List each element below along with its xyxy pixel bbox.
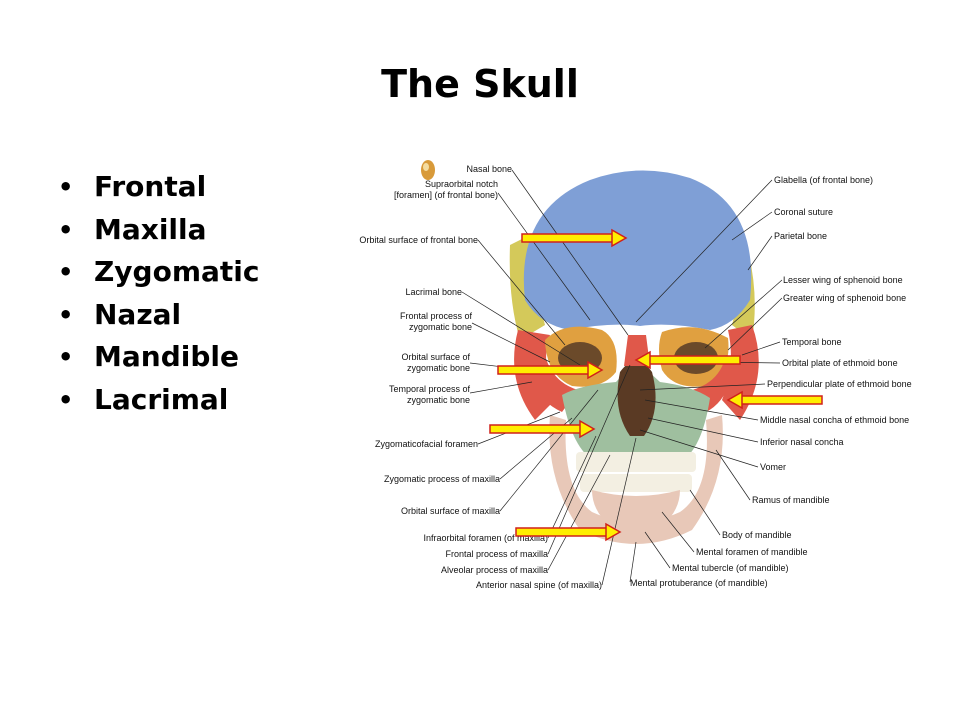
label-body-mandible: Body of mandible xyxy=(722,530,792,540)
label-ramus-mandible: Ramus of mandible xyxy=(752,495,830,505)
label-orbital-surface-zyg-2: zygomatic bone xyxy=(407,363,470,373)
label-coronal-suture: Coronal suture xyxy=(774,207,833,217)
label-glabella: Glabella (of frontal bone) xyxy=(774,175,873,185)
skull-illustration: Nasal bone Supraorbital notch [foramen] … xyxy=(359,160,912,590)
label-perpendicular-plate-ethmoid: Perpendicular plate of ethmoid bone xyxy=(767,379,912,389)
label-inferior-nasal-concha: Inferior nasal concha xyxy=(760,437,844,447)
bullet-list: •Frontal •Maxilla •Zygomatic •Nazal •Man… xyxy=(58,166,259,421)
bullet-item: •Mandible xyxy=(58,336,259,379)
label-infraorbital-foramen: Infraorbital foramen (of maxilla) xyxy=(423,533,548,543)
arrow-frontal-icon xyxy=(521,228,628,248)
label-zygomatic-process-maxilla: Zygomatic process of maxilla xyxy=(384,474,500,484)
label-orbital-plate-ethmoid: Orbital plate of ethmoid bone xyxy=(782,358,898,368)
label-mental-foramen: Mental foramen of mandible xyxy=(696,547,808,557)
bullet-item: •Zygomatic xyxy=(58,251,259,294)
bullet-item: •Lacrimal xyxy=(58,379,259,422)
label-anterior-nasal-spine: Anterior nasal spine (of maxilla) xyxy=(476,580,602,590)
skull-diagram: Nasal bone Supraorbital notch [foramen] … xyxy=(340,150,940,600)
bullet-dot-icon: • xyxy=(58,215,74,244)
bullet-dot-icon: • xyxy=(58,300,74,329)
bullet-item: •Maxilla xyxy=(58,209,259,252)
label-nasal-bone: Nasal bone xyxy=(466,164,512,174)
labels-left: Nasal bone Supraorbital notch [foramen] … xyxy=(359,164,602,590)
arrow-nasal-icon xyxy=(497,360,604,380)
leader-lines-right xyxy=(629,179,783,583)
arrow-maxilla-icon xyxy=(489,419,596,439)
label-frontal-process-zyg-2: zygomatic bone xyxy=(409,322,472,332)
label-lesser-wing-sphenoid: Lesser wing of sphenoid bone xyxy=(783,275,903,285)
frontal-bone xyxy=(523,170,752,330)
label-alveolar-process-maxilla: Alveolar process of maxilla xyxy=(441,565,548,575)
bullet-item: •Nazal xyxy=(58,294,259,337)
arrow-zygomatic-icon xyxy=(726,390,823,410)
label-temporal-process-zyg-2: zygomatic bone xyxy=(407,395,470,405)
label-middle-nasal-concha: Middle nasal concha of ethmoid bone xyxy=(760,415,909,425)
label-greater-wing-sphenoid: Greater wing of sphenoid bone xyxy=(783,293,906,303)
arrow-mandible-icon xyxy=(515,522,622,542)
bullet-dot-icon: • xyxy=(58,343,74,371)
label-mental-protuberance: Mental protuberance (of mandible) xyxy=(630,578,768,588)
bullet-dot-icon: • xyxy=(58,173,74,201)
nasal-cavity xyxy=(617,361,656,436)
label-mental-tubercle: Mental tubercle (of mandible) xyxy=(672,563,789,573)
shell-icon xyxy=(421,160,435,180)
label-parietal-bone: Parietal bone xyxy=(774,231,827,241)
labels-right: Glabella (of frontal bone) Coronal sutur… xyxy=(630,175,912,588)
pointer-arrows xyxy=(489,228,823,542)
label-supraorbital-foramen: [foramen] (of frontal bone) xyxy=(394,190,498,200)
label-orbital-surface-maxilla: Orbital surface of maxilla xyxy=(401,506,500,516)
arrow-lacrimal-icon xyxy=(634,350,741,370)
label-frontal-process-maxilla: Frontal process of maxilla xyxy=(445,549,548,559)
lower-teeth xyxy=(580,474,692,492)
bullet-dot-icon: • xyxy=(58,258,74,286)
bullet-item: •Frontal xyxy=(58,166,259,209)
upper-teeth xyxy=(576,452,696,472)
label-temporal-process-zyg-1: Temporal process of xyxy=(389,384,471,394)
label-temporal-bone: Temporal bone xyxy=(782,337,842,347)
label-orbital-surface-zyg-1: Orbital surface of xyxy=(401,352,470,362)
label-orbital-surface-frontal: Orbital surface of frontal bone xyxy=(359,235,478,245)
bullet-dot-icon: • xyxy=(58,385,74,414)
label-zygomaticofacial-foramen: Zygomaticofacial foramen xyxy=(375,439,478,449)
label-frontal-process-zyg-1: Frontal process of xyxy=(400,311,473,321)
label-vomer: Vomer xyxy=(760,462,786,472)
label-supraorbital-notch: Supraorbital notch xyxy=(425,179,498,189)
label-lacrimal-bone: Lacrimal bone xyxy=(405,287,462,297)
slide-title: The Skull xyxy=(381,62,579,106)
